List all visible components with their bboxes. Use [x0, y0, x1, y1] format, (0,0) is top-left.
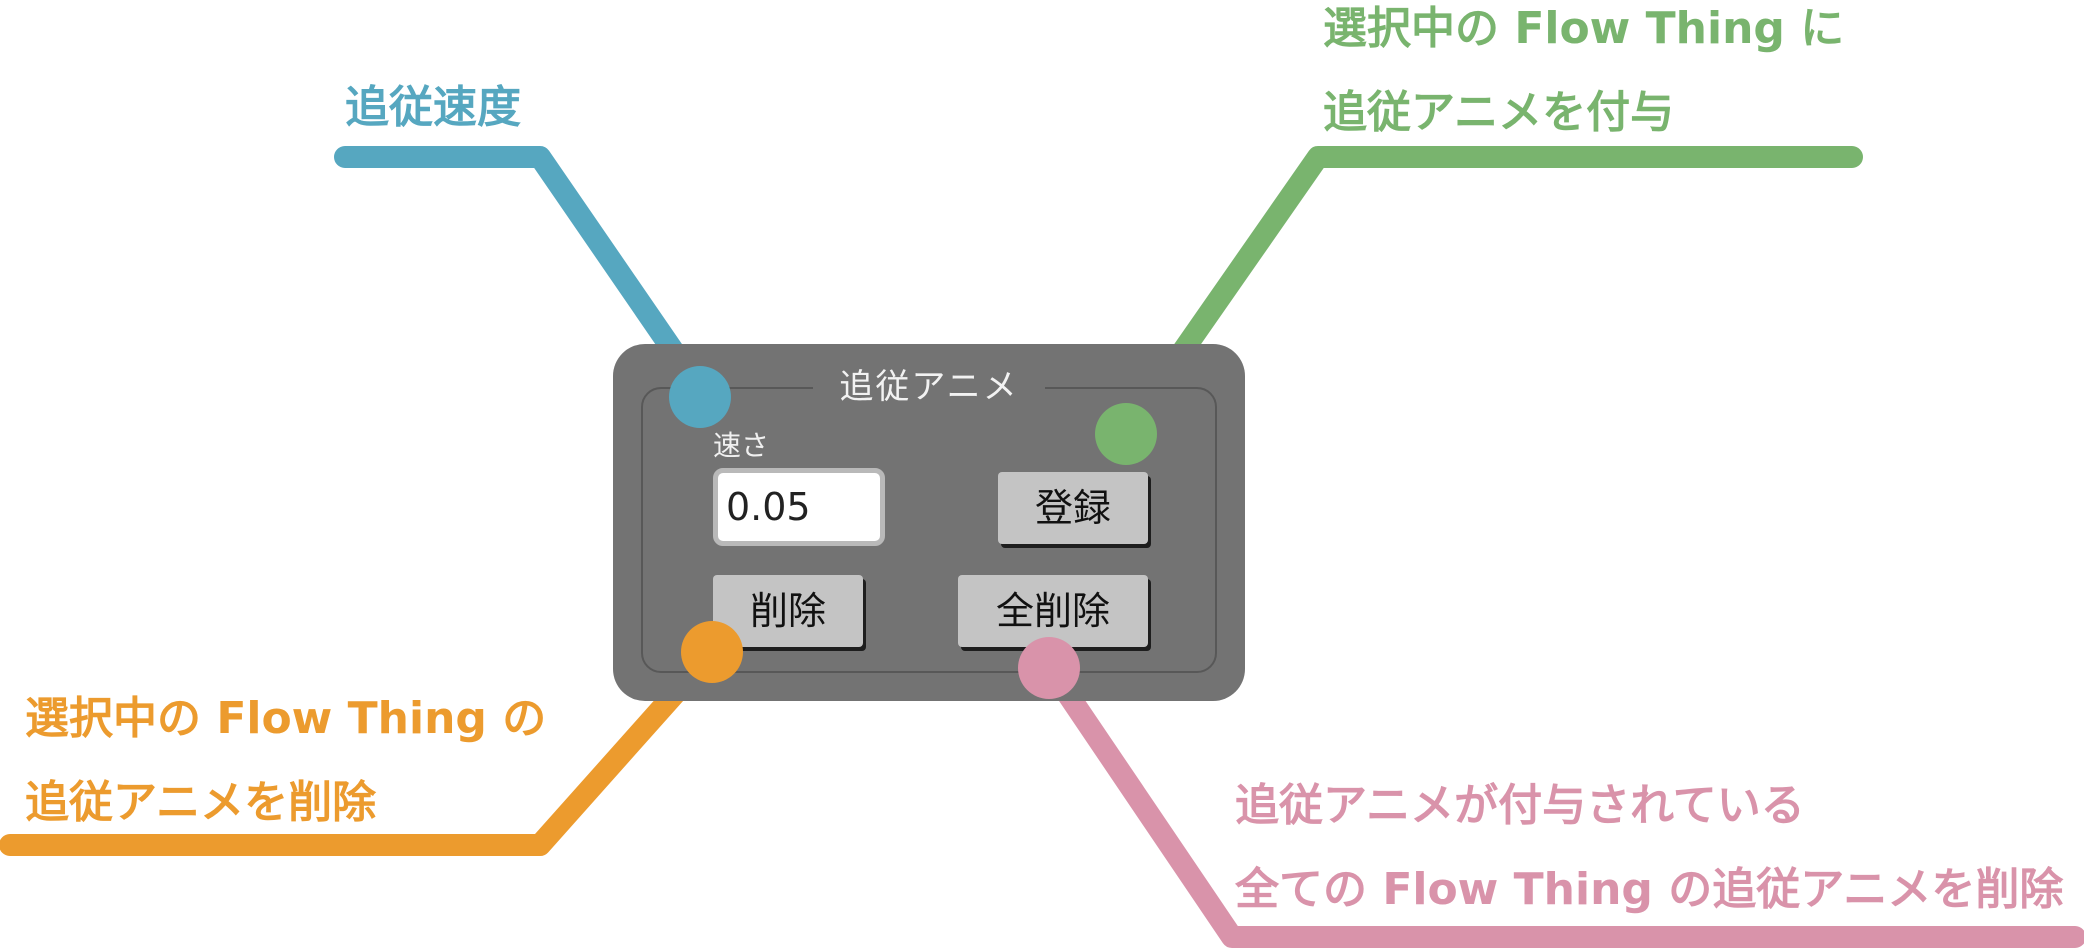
callout-register-line-2: 追従アニメを付与: [1323, 87, 1675, 138]
callout-delete-line-2: 追従アニメを削除: [25, 777, 377, 828]
callout-speed-text: 追従速度: [345, 66, 521, 150]
callout-line-register: [1114, 146, 1863, 445]
callout-delete-all-line-1: 追従アニメが付与されている: [1235, 780, 1805, 831]
panel-title: 追従アニメ: [813, 366, 1045, 408]
callout-register-text: 選択中の Flow Thing に 追従アニメを付与: [1323, 0, 1844, 155]
callout-line-delete: [0, 641, 723, 856]
speed-label: 速さ: [713, 429, 770, 462]
register-button[interactable]: 登録: [998, 472, 1148, 544]
callout-delete-all-text: 追従アニメが付与されている 全ての Flow Thing の追従アニメを削除: [1235, 764, 2063, 932]
callout-delete-line-1: 選択中の Flow Thing の: [25, 693, 547, 744]
callout-register-line-1: 選択中の Flow Thing に: [1323, 3, 1845, 54]
callout-delete-text: 選択中の Flow Thing の 追従アニメを削除: [25, 677, 546, 845]
callout-delete-all-line-2: 全ての Flow Thing の追従アニメを削除: [1235, 864, 2064, 915]
callout-line-speed: [334, 146, 716, 408]
callout-speed-line-1: 追従速度: [345, 82, 521, 133]
follow-animation-panel: 追従アニメ 速さ 登録 削除 全削除: [613, 344, 1245, 701]
speed-input[interactable]: [713, 468, 885, 546]
delete-all-button[interactable]: 全削除: [958, 575, 1148, 647]
delete-button[interactable]: 削除: [713, 575, 863, 647]
callout-line-delete-all: [1039, 657, 2084, 948]
